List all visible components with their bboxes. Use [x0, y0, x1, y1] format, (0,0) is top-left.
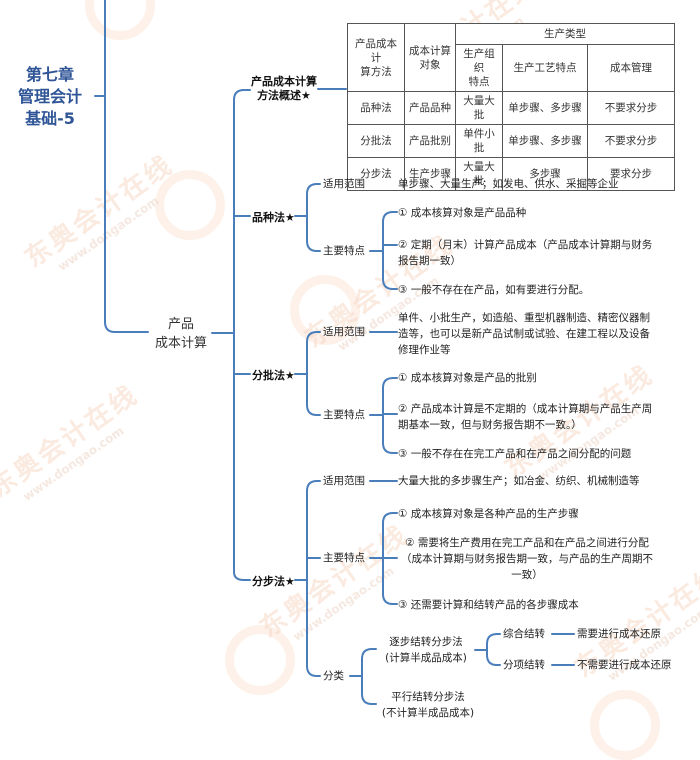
- header-cost-mgmt: 成本管理: [587, 44, 675, 92]
- parallel-line: (不计算半成品成本): [381, 707, 475, 719]
- variety-scope-label[interactable]: 适用范围: [323, 178, 365, 190]
- batch-scope-label[interactable]: 适用范围: [323, 326, 365, 338]
- header-production-type: 生产类型: [455, 23, 675, 45]
- table-row: 分步法 生产步骤 大量大批 多步骤 要求分步: [347, 157, 675, 191]
- batch-feature-1: ① 成本核算对象是产品的批别: [398, 372, 537, 384]
- batch-features-label[interactable]: 主要特点: [323, 409, 365, 421]
- sequential-line: (计算半成品成本): [385, 652, 467, 664]
- watermark-logo-ring: [85, 0, 155, 40]
- variety-feature-2: ② 定期（月末）计算产品成本（产品成本计算期与财务报告期一致）: [398, 239, 653, 267]
- variety-features-label[interactable]: 主要特点: [323, 245, 365, 257]
- topic-line: 成本计算: [154, 336, 207, 351]
- root-title: 第七章 管理会计 基础-5: [0, 64, 100, 130]
- comprehensive-transfer-note: 需要进行成本还原: [577, 628, 661, 640]
- root-title-line: 第七章: [25, 65, 74, 84]
- root-title-line: 基础-5: [25, 109, 75, 128]
- parallel-transfer-node[interactable]: 平行结转分步法 (不计算半成品成本): [378, 689, 478, 721]
- batch-feature-2: ② 产品成本计算是不定期的（成本计算期与产品生产周期基本一致，但与财务报告期不一…: [398, 403, 653, 431]
- header-object: 成本计算对象: [404, 23, 456, 92]
- watermark-logo-ring: [155, 170, 225, 240]
- watermark-logo-ring: [225, 625, 295, 695]
- step-feature-1: ① 成本核算对象是各种产品的生产步骤: [398, 508, 579, 520]
- variety-feature-1: ① 成本核算对象是产品品种: [398, 207, 527, 219]
- variety-feature-3: ③ 一般不存在在产品，如有要进行分配。: [398, 284, 590, 296]
- variety-scope-text: 单步骤、大量生产；如发电、供水、采掘等企业: [398, 178, 619, 190]
- itemized-transfer-note: 不需要进行成本还原: [577, 659, 672, 671]
- step-classification-label[interactable]: 分类: [323, 670, 344, 682]
- batch-scope-text: 单件、小批生产，如造船、重型机器制造、精密仪器制造等，也可以是新产品试制或试验、…: [398, 312, 650, 356]
- header-process: 生产工艺特点: [502, 44, 588, 92]
- batch-feature-3: ③ 一般不存在在完工产品和在产品之间分配的问题: [398, 448, 632, 460]
- variety-method-node[interactable]: 品种法★: [252, 211, 295, 224]
- sequential-transfer-node[interactable]: 逐步结转分步法 (计算半成品成本): [378, 634, 474, 666]
- step-scope-text: 大量大批的多步骤生产；如冶金、纺织、机械制造等: [398, 475, 640, 487]
- table-row: 分批法 产品批别 单件小批 单步骤、多步骤 不要求分步: [347, 124, 675, 158]
- step-scope-label[interactable]: 适用范围: [323, 475, 365, 487]
- cost-method-table: 产品成本计算方法 成本计算对象 生产类型 生产组织特点 生产工艺特点 成本管理 …: [347, 23, 675, 191]
- sequential-line: 逐步结转分步法: [389, 636, 463, 648]
- step-feature-2: ② 需要将生产费用在完工产品和在产品之间进行分配（成本计算期与财务报告期一致，与…: [401, 537, 653, 581]
- parallel-line: 平行结转分步法: [391, 691, 465, 703]
- step-feature-3: ③ 还需要计算和结转产品的各步骤成本: [398, 599, 579, 611]
- topic-line: 产品: [167, 317, 194, 332]
- step-features-label[interactable]: 主要特点: [323, 552, 365, 564]
- overview-line: 方法概述★: [257, 89, 311, 102]
- batch-method-node[interactable]: 分批法★: [252, 369, 295, 382]
- step-method-node[interactable]: 分步法★: [252, 575, 295, 588]
- root-title-line: 管理会计: [17, 87, 82, 106]
- itemized-transfer-node[interactable]: 分项结转: [503, 659, 545, 671]
- table-row: 品种法 产品品种 大量大批 单步骤、多步骤 不要求分步: [347, 91, 675, 125]
- header-method: 产品成本计算方法: [347, 23, 405, 92]
- watermark-logo-ring: [590, 690, 660, 760]
- header-org: 生产组织特点: [455, 44, 503, 92]
- overview-line: 产品成本计算: [251, 75, 317, 88]
- comprehensive-transfer-node[interactable]: 综合结转: [503, 628, 545, 640]
- topic-node[interactable]: 产品 成本计算: [148, 315, 214, 353]
- overview-node[interactable]: 产品成本计算 方法概述★: [248, 75, 320, 103]
